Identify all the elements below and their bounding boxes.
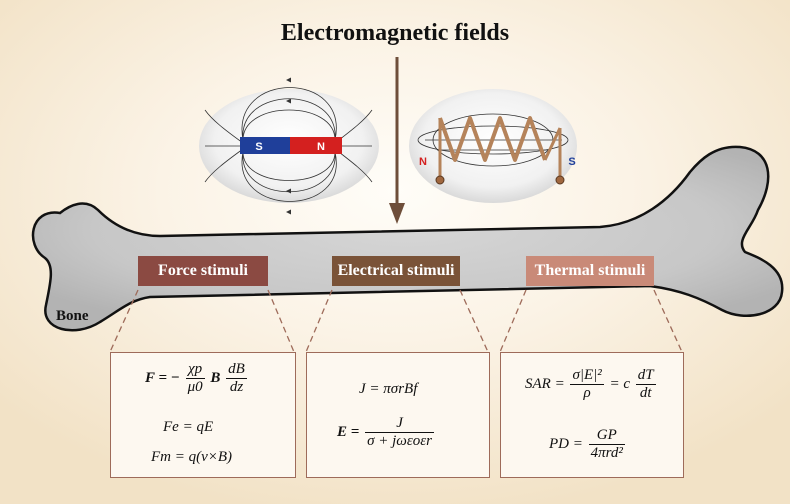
magnet-south-label: S bbox=[255, 141, 262, 153]
force-stimuli-box: Force stimuli bbox=[138, 256, 268, 286]
electrical-stimuli-box: Electrical stimuli bbox=[332, 256, 460, 286]
bone-shape bbox=[31, 145, 784, 332]
connector-lines bbox=[109, 289, 683, 353]
bone-label: Bone bbox=[56, 308, 89, 324]
force-equation-3: Fm = q(v×B) bbox=[151, 449, 233, 465]
electrical-equation-1: J = πσrBf bbox=[359, 381, 418, 397]
magnet-north-label: N bbox=[317, 141, 325, 153]
solenoid-coil-illustration bbox=[409, 89, 577, 203]
coil-north-label: N bbox=[419, 156, 427, 168]
bar-magnet-illustration bbox=[199, 77, 379, 215]
coil-south-label: S bbox=[568, 156, 575, 168]
thermal-stimuli-box: Thermal stimuli bbox=[526, 256, 654, 286]
field-arrow bbox=[389, 57, 405, 224]
force-equation-2: Fe = qE bbox=[163, 419, 214, 435]
diagram-title: Electromagnetic fields bbox=[280, 20, 510, 46]
